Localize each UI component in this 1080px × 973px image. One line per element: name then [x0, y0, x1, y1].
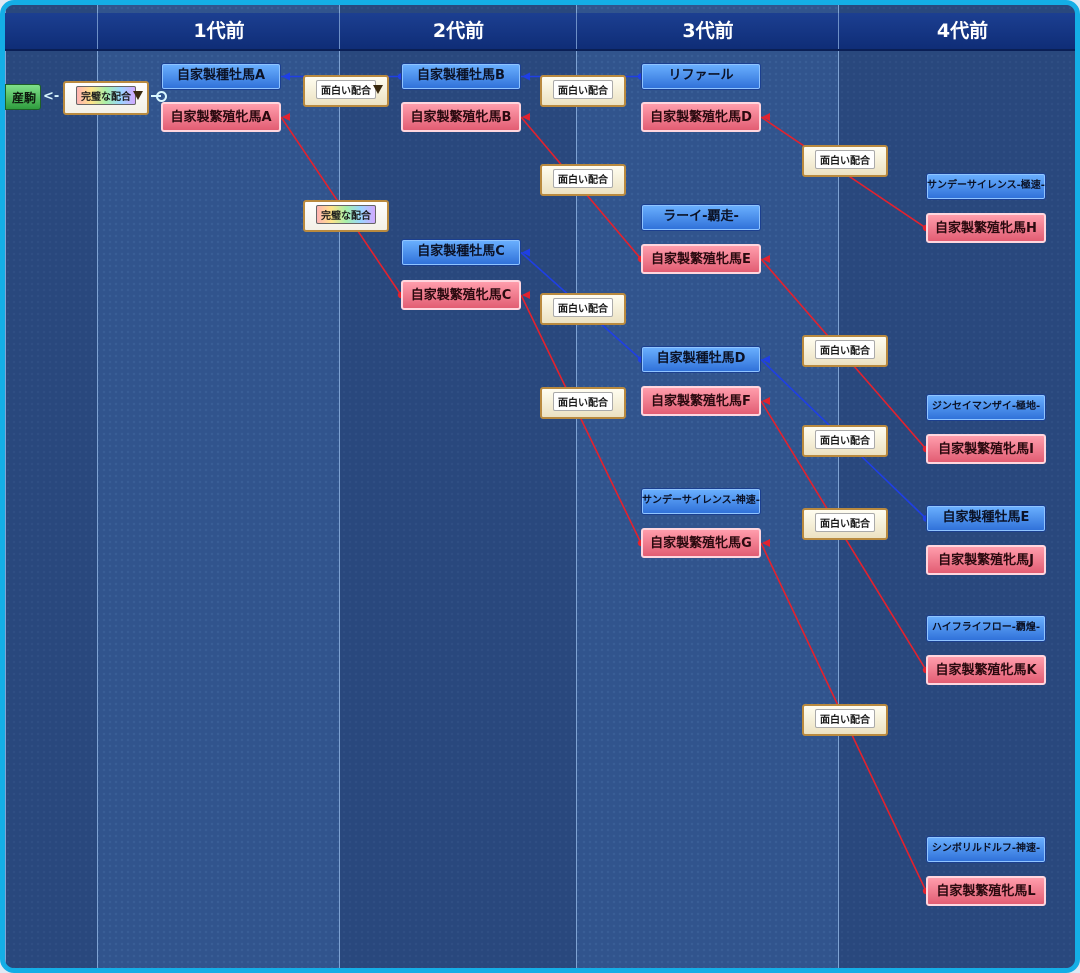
- dam-node-d_B[interactable]: 自家製繁殖牝馬B: [401, 102, 521, 132]
- pairing-tag-p8[interactable]: 面白い配合: [802, 335, 888, 367]
- pairing-label: 面白い配合: [815, 150, 875, 169]
- pairing-tag-p3[interactable]: 面白い配合: [540, 75, 626, 107]
- column-gen-1: [97, 5, 340, 968]
- pairing-label: 面白い配合: [553, 80, 613, 99]
- link-arrow-p10: [762, 397, 770, 405]
- pairing-tag-p11[interactable]: 面白い配合: [802, 704, 888, 736]
- sire-node-s_A[interactable]: 自家製種牡馬A: [161, 63, 281, 90]
- dropdown-arrow-icon[interactable]: [373, 85, 383, 94]
- dam-node-d_K[interactable]: 自家製繁殖牝馬K: [926, 655, 1046, 685]
- root-pairing-label: 完璧な配合: [76, 86, 136, 105]
- dam-node-d_A[interactable]: 自家製繁殖牝馬A: [161, 102, 281, 132]
- sire-node-s_hai[interactable]: ハイフライフロー-覇煌-: [926, 615, 1046, 642]
- link-arrow-p9: [762, 355, 770, 364]
- pairing-label: 面白い配合: [815, 340, 875, 359]
- dam-node-d_E[interactable]: 自家製繁殖牝馬E: [641, 244, 761, 274]
- offspring-node[interactable]: 産駒: [5, 84, 41, 110]
- pairing-tag-p7[interactable]: 面白い配合: [802, 145, 888, 177]
- root-connector-dot: [156, 91, 167, 102]
- link-arrow-p2: [282, 113, 290, 121]
- link-arrow-p3: [522, 72, 530, 81]
- root-pairing-tag[interactable]: 完璧な配合: [63, 81, 149, 115]
- sire-node-s_B[interactable]: 自家製種牡馬B: [401, 63, 521, 90]
- sire-node-s_sun1[interactable]: サンデーサイレンス-神速-: [641, 488, 761, 515]
- pairing-label: 面白い配合: [553, 169, 613, 188]
- pairing-tag-p9[interactable]: 面白い配合: [802, 425, 888, 457]
- link-p6: [520, 294, 642, 544]
- dam-node-d_H[interactable]: 自家製繁殖牝馬H: [926, 213, 1046, 243]
- dam-node-d_F[interactable]: 自家製繁殖牝馬F: [641, 386, 761, 416]
- dropdown-arrow-icon[interactable]: [133, 91, 143, 100]
- pairing-tag-p6[interactable]: 面白い配合: [540, 387, 626, 419]
- pairing-label: 完璧な配合: [316, 205, 376, 224]
- offspring-arrow-icon: <-: [43, 89, 60, 104]
- sire-node-s_rai[interactable]: ラーイ-覇走-: [641, 204, 761, 231]
- header-gen-2: 2代前: [339, 13, 577, 49]
- generation-header: 1代前 2代前 3代前 4代前: [5, 13, 1075, 51]
- header-gen-4: 4代前: [838, 13, 1075, 49]
- pairing-tag-p1[interactable]: 面白い配合: [303, 75, 389, 107]
- column-gen-2: [339, 5, 577, 968]
- dam-node-d_C[interactable]: 自家製繁殖牝馬C: [401, 280, 521, 310]
- link-arrow-p4: [522, 113, 530, 121]
- link-arrow-p6: [522, 291, 530, 299]
- dam-node-d_I[interactable]: 自家製繁殖牝馬I: [926, 434, 1046, 464]
- dam-node-d_G[interactable]: 自家製繁殖牝馬G: [641, 528, 761, 558]
- link-arrow-p11: [762, 539, 770, 547]
- pairing-tag-p4[interactable]: 面白い配合: [540, 164, 626, 196]
- link-arrow-p1: [282, 72, 290, 81]
- sire-node-s_ref[interactable]: リファール: [641, 63, 761, 90]
- link-arrow-p8: [762, 255, 770, 263]
- dam-node-d_D[interactable]: 自家製繁殖牝馬D: [641, 102, 761, 132]
- pairing-label: 面白い配合: [815, 513, 875, 532]
- sire-node-s_E[interactable]: 自家製種牡馬E: [926, 505, 1046, 532]
- sire-node-s_sym[interactable]: シンボリルドルフ-神速-: [926, 836, 1046, 863]
- pairing-label: 面白い配合: [815, 430, 875, 449]
- dam-node-d_J[interactable]: 自家製繁殖牝馬J: [926, 545, 1046, 575]
- link-arrow-p5: [522, 248, 530, 257]
- pairing-tag-p10[interactable]: 面白い配合: [802, 508, 888, 540]
- pairing-tag-p2[interactable]: 完璧な配合: [303, 200, 389, 232]
- link-arrow-p7: [762, 113, 770, 121]
- pairing-label: 面白い配合: [553, 298, 613, 317]
- pairing-tag-p5[interactable]: 面白い配合: [540, 293, 626, 325]
- sire-node-s_D[interactable]: 自家製種牡馬D: [641, 346, 761, 373]
- sire-node-s_C[interactable]: 自家製種牡馬C: [401, 239, 521, 266]
- pairing-label: 面白い配合: [553, 392, 613, 411]
- pairing-label: 面白い配合: [815, 709, 875, 728]
- pairing-label: 面白い配合: [316, 80, 376, 99]
- pedigree-links: [280, 72, 930, 895]
- header-gen-1: 1代前: [97, 13, 340, 49]
- sire-node-s_jin[interactable]: ジンセイマンザイ-極地-: [926, 394, 1046, 421]
- header-gen-3: 3代前: [576, 13, 839, 49]
- column-offspring: [5, 5, 98, 968]
- sire-node-s_sun2[interactable]: サンデーサイレンス-極速-: [926, 173, 1046, 200]
- dam-node-d_L[interactable]: 自家製繁殖牝馬L: [926, 876, 1046, 906]
